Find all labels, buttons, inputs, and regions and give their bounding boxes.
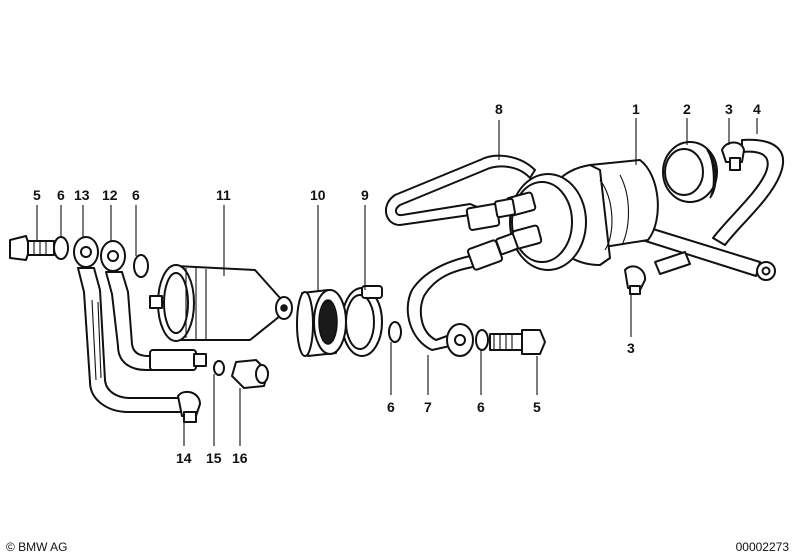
part-6-washer-b: [133, 254, 149, 278]
part-10-ring: [296, 289, 347, 357]
callout-3: 3: [627, 340, 635, 356]
part-16-nut: [231, 359, 269, 389]
callout-3: 3: [725, 101, 733, 117]
callout-6: 6: [387, 399, 395, 415]
part-6-washer-d: [475, 329, 489, 351]
callout-6: 6: [57, 187, 65, 203]
callout-1: 1: [632, 101, 640, 117]
callout-8: 8: [495, 101, 503, 117]
leader-lines: [36, 118, 758, 446]
part-15-washer: [213, 360, 225, 376]
document-number: 00002273: [735, 540, 789, 554]
part-1-regulator: [505, 159, 659, 271]
callout-5: 5: [33, 187, 41, 203]
callout-2: 2: [683, 101, 691, 117]
callout-5: 5: [533, 399, 541, 415]
part-7-pipe: [406, 232, 519, 357]
part-3-clamp-top: [721, 141, 745, 171]
callout-9: 9: [361, 187, 369, 203]
callout-6: 6: [132, 187, 140, 203]
callout-14: 14: [176, 450, 192, 466]
callout-10: 10: [310, 187, 326, 203]
callout-11: 11: [216, 187, 231, 203]
part-12-hose: [100, 240, 207, 371]
callout-6: 6: [477, 399, 485, 415]
part-2-ring: [662, 141, 718, 203]
part-5-bolt-left: [9, 235, 55, 261]
part-5-bolt-right: [489, 329, 546, 355]
callout-7: 7: [424, 399, 432, 415]
part-3-clamp-bottom: [624, 251, 691, 295]
part-6-washer-c: [388, 321, 402, 343]
copyright-text: © BMW AG: [6, 540, 68, 554]
callout-4: 4: [753, 101, 761, 117]
callout-15: 15: [206, 450, 222, 466]
callout-16: 16: [232, 450, 248, 466]
part-11-filter: [149, 264, 293, 342]
part-9-clamp: [341, 285, 383, 357]
part-8-pipe: [385, 154, 536, 231]
part-6-washer-a: [53, 236, 69, 260]
part-14-clamp: [177, 390, 201, 423]
callout-13: 13: [74, 187, 90, 203]
callout-12: 12: [102, 187, 118, 203]
callout-labels: 5 6 13 12 6 11 10 9 8 1 2 3 4 3 6 7 6 5 …: [33, 101, 761, 466]
